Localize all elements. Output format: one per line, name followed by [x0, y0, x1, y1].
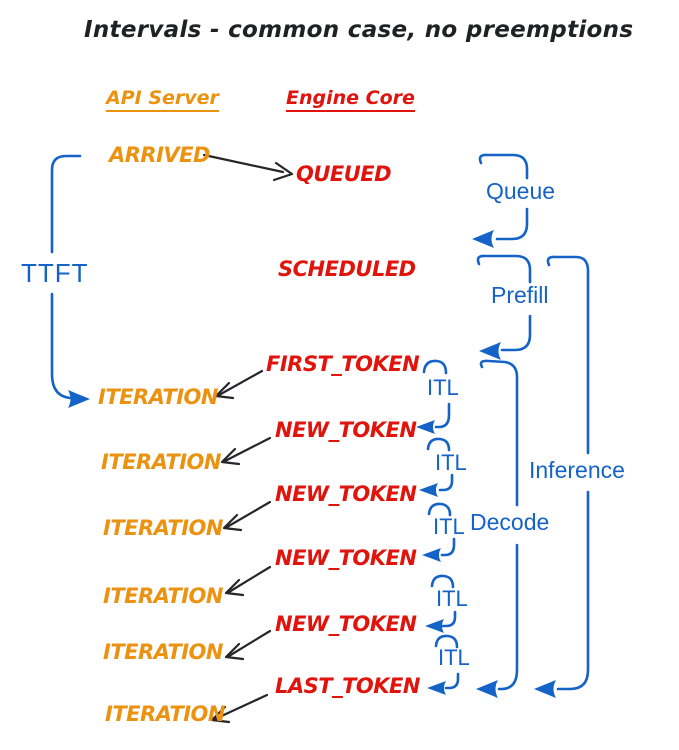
itl-bracket-1 [416, 359, 451, 434]
open-arrowhead-icon [222, 513, 243, 532]
open-arrowhead-icon [224, 578, 245, 597]
interval-label-itl-4: ITL [436, 586, 468, 611]
event-iteration-2: ITERATION [101, 450, 221, 474]
prefill-arrowhead-icon [479, 342, 501, 360]
interval-label-itl-1: ITL [427, 375, 459, 400]
queue-arrowhead-icon [472, 230, 494, 248]
interval-label-ttft: TTFT [21, 258, 89, 288]
inference-arrowhead-icon [534, 680, 556, 698]
event-arrived: ARRIVED [109, 143, 210, 167]
itl-arrowhead-icon [422, 548, 441, 562]
itl-bracket-4 [425, 574, 457, 633]
event-last-token: LAST_TOKEN [275, 674, 420, 698]
arrow-firsttoken-to-iteration [214, 369, 264, 400]
open-arrowhead-icon [272, 161, 294, 182]
event-iteration-1: ITERATION [98, 385, 218, 409]
ttft-arrowhead-icon [68, 390, 90, 408]
column-header-api-server: API Server [106, 88, 219, 112]
arrow-newtoken1-to-iteration [220, 436, 272, 466]
ttft-bracket [50, 154, 90, 408]
event-new-token-2: NEW_TOKEN [275, 482, 417, 506]
itl-arrowhead-icon [425, 619, 444, 633]
arrow-newtoken4-to-iteration [224, 629, 272, 661]
event-iteration-4: ITERATION [103, 584, 223, 608]
itl-arrowhead-icon [419, 483, 438, 497]
event-first-token: FIRST_TOKEN [266, 352, 420, 376]
event-iteration-3: ITERATION [103, 516, 223, 540]
interval-label-queue: Queue [486, 178, 556, 204]
diagram-title: Intervals - common case, no preemptions [84, 17, 634, 43]
arrow-lasttoken-to-iteration [210, 693, 269, 724]
arrow-arrived-to-queued [202, 153, 294, 182]
interval-label-itl-5: ITL [438, 645, 470, 670]
interval-label-itl-3: ITL [433, 514, 465, 539]
interval-label-inference: Inference [529, 457, 625, 483]
decode-arrowhead-icon [476, 680, 498, 698]
itl-bracket-2 [419, 437, 454, 497]
interval-label-decode: Decode [470, 509, 550, 535]
arrow-newtoken2-to-iteration [222, 500, 272, 532]
open-arrowhead-icon [214, 381, 235, 400]
interval-label-prefill: Prefill [491, 282, 549, 308]
open-arrowhead-icon [210, 705, 231, 724]
event-scheduled: SCHEDULED [278, 257, 416, 281]
open-arrowhead-icon [224, 642, 245, 661]
event-iteration-5: ITERATION [103, 640, 223, 664]
arrow-newtoken3-to-iteration [224, 565, 272, 597]
decode-bracket [476, 359, 519, 698]
event-new-token-3: NEW_TOKEN [275, 546, 417, 570]
open-arrowhead-icon [220, 447, 241, 466]
event-queued: QUEUED [296, 162, 392, 186]
column-header-engine-core: Engine Core [286, 88, 415, 112]
queue-bracket [472, 153, 529, 248]
itl-arrowhead-icon [427, 681, 446, 695]
event-new-token-1: NEW_TOKEN [275, 418, 417, 442]
event-iteration-6: ITERATION [105, 702, 225, 726]
prefill-bracket [476, 254, 532, 360]
itl-arrowhead-icon [416, 420, 435, 434]
inference-bracket [534, 255, 590, 698]
itl-bracket-3 [422, 502, 456, 562]
itl-bracket-5 [427, 634, 460, 695]
interval-label-itl-2: ITL [435, 450, 467, 475]
event-new-token-4: NEW_TOKEN [275, 612, 417, 636]
